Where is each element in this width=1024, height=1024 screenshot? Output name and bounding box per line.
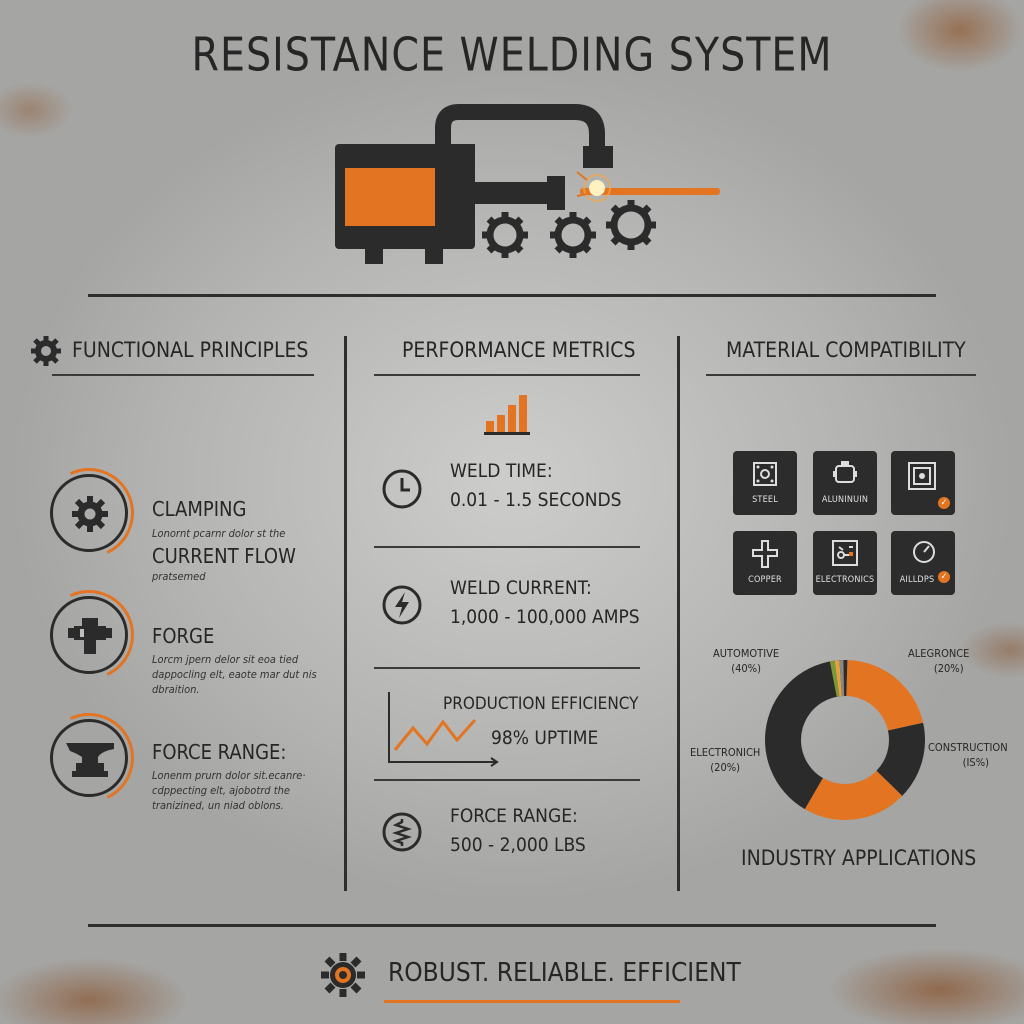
donut-slice-alegronce — [846, 660, 924, 731]
performance-metrics-heading: PERFORMANCE METRICS — [402, 338, 636, 362]
item-description: pratsemed — [152, 570, 206, 583]
aluminum-icon — [833, 461, 857, 483]
top-divider — [88, 294, 936, 297]
industry-applications-title: INDUSTRY APPLICATIONS — [741, 846, 977, 870]
clock-icon — [382, 469, 422, 509]
item-description: Lonornt pcarnr dolor st the — [152, 527, 286, 540]
metric-value: 98% UPTIME — [491, 727, 599, 749]
gauge-icon — [913, 541, 935, 563]
material-label: ALUNINUIN — [821, 495, 869, 505]
material-tile-aluminum: ALUNINUIN — [813, 451, 877, 515]
section-underline — [706, 374, 976, 376]
check-icon: ✓ — [938, 497, 950, 509]
metric-divider — [374, 779, 640, 781]
material-compatibility-heading: MATERIAL COMPATIBILITY — [726, 338, 966, 362]
section-underline — [374, 374, 640, 376]
functional-principles-heading: FUNCTIONAL PRINCIPLES — [72, 338, 309, 362]
forge-icon — [68, 618, 112, 654]
spring-icon — [382, 812, 422, 852]
donut-slice-automotive — [765, 660, 848, 810]
industry-donut-chart — [765, 660, 925, 820]
item-title: FORCE RANGE: — [152, 740, 287, 764]
bottom-divider — [88, 924, 936, 927]
material-tile-alloys: AILLDPS ✓ — [891, 531, 955, 595]
pie-label-automotive: AUTOMOTIVE (40%) — [713, 647, 780, 675]
metric-value: 500 - 2,000 LBS — [450, 834, 586, 856]
line-chart-icon — [388, 692, 499, 767]
frame-icon — [908, 462, 936, 490]
tagline: ROBUST. RELIABLE. EFFICIENT — [388, 958, 741, 988]
metric-label: FORCE RANGE: — [450, 805, 578, 827]
metric-divider — [374, 546, 640, 548]
item-description: Lonenm prurn dolor sit.ecanre· cdppectin… — [152, 769, 306, 812]
material-label: STEEL — [752, 495, 778, 505]
check-icon: ✓ — [938, 571, 950, 583]
donut-slice-electronich — [804, 770, 903, 820]
pie-label-electronics: ELECTRONICH (20%) — [690, 746, 761, 774]
copper-icon — [752, 540, 778, 568]
metric-value: 0.01 - 1.5 SECONDS — [450, 489, 622, 511]
gear-icon — [72, 496, 108, 532]
donut-accent-sliver — [829, 660, 840, 697]
metric-value: 1,000 - 100,000 AMPS — [450, 606, 640, 628]
material-label: AILLDPS — [899, 575, 935, 585]
force-range-badge — [31, 700, 147, 816]
donut-slice-construction — [876, 722, 925, 796]
item-title: FORGE — [152, 624, 215, 648]
pie-label-aerospace: ALEGRONCE (20%) — [908, 647, 970, 675]
section-underline — [52, 374, 314, 376]
material-label: COPPER — [748, 575, 782, 585]
clamping-badge — [31, 455, 147, 571]
bar-chart-icon — [484, 395, 530, 435]
tagline-underline — [384, 1000, 680, 1003]
anvil-icon — [66, 743, 114, 777]
gear-icon — [321, 953, 365, 997]
donut-accent-sliver — [834, 660, 842, 697]
steel-icon — [753, 462, 777, 486]
forge-badge — [31, 577, 147, 693]
material-tile-electronics: ELECTRONICS — [813, 531, 877, 595]
metric-divider — [374, 667, 640, 669]
item-description: Lorcm jpern delor sit eoa tied dappoclin… — [152, 653, 317, 696]
material-tile-steel: STEEL — [733, 451, 797, 515]
donut-accent-sliver — [839, 660, 845, 697]
lightning-icon — [382, 585, 422, 625]
metric-label: WELD TIME: — [450, 460, 553, 482]
metric-label: PRODUCTION EFFICIENCY — [443, 694, 639, 714]
metric-label: WELD CURRENT: — [450, 577, 592, 599]
column-divider — [677, 336, 680, 891]
welding-machine-icon — [335, 104, 720, 264]
item-title: CURRENT FLOW — [152, 544, 296, 568]
gear-icon — [31, 336, 61, 366]
material-label: ELECTRONICS — [815, 575, 875, 585]
pie-label-construction: CONSTRUCTION (IS%) — [928, 741, 1008, 769]
page-title: RESISTANCE WELDING SYSTEM — [191, 28, 833, 83]
electronics-icon — [832, 540, 858, 566]
material-tile-copper: COPPER — [733, 531, 797, 595]
column-divider — [344, 336, 347, 891]
item-title: CLAMPING — [152, 497, 247, 521]
material-tile-frame: ✓ — [891, 451, 955, 515]
